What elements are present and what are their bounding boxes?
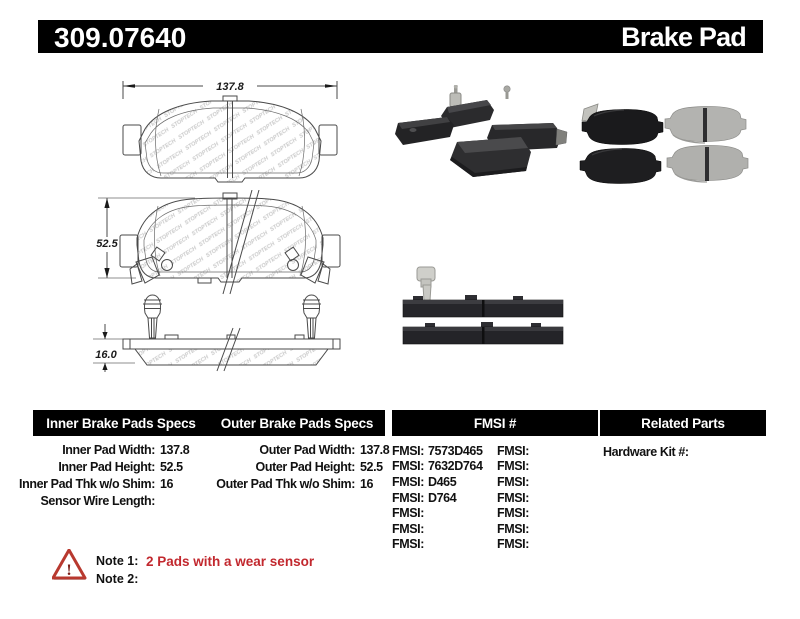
related-header-bar: Related Parts (600, 410, 766, 436)
fmsi-label: FMSI: (392, 490, 425, 505)
fmsi-row: FMSI:D465 (392, 474, 483, 490)
fmsi-label: FMSI: (497, 474, 530, 489)
spec-value: 52.5 (160, 459, 183, 474)
fmsi-label: FMSI: (497, 490, 530, 505)
specs-header-bar: Inner Brake Pads Specs Outer Brake Pads … (33, 410, 385, 436)
fmsi-label: FMSI: (392, 521, 425, 536)
thickness-dimension-label: 16.0 (95, 349, 117, 361)
spec-label: Outer Pad Height: (255, 459, 356, 474)
fmsi-list-left: FMSI:7573D465 FMSI:7632D764 FMSI:D465 FM… (392, 443, 483, 552)
warning-icon: ! (52, 549, 87, 580)
spec-value: 16 (360, 476, 374, 491)
spec-row: Outer Pad Height: 52.5 (205, 458, 389, 475)
wear-sensor-photo (416, 266, 436, 302)
pad-photo-face-top (664, 105, 747, 144)
fmsi-label: FMSI: (497, 537, 530, 552)
spec-row: Outer Pad Thk w/o Shim: 16 (205, 475, 389, 492)
fmsi-label: FMSI: (392, 459, 425, 474)
spec-row: Inner Pad Height: 52.5 (15, 458, 189, 475)
spec-value: 137.8 (360, 442, 390, 457)
related-parts-list: Hardware Kit #: (603, 443, 694, 460)
fmsi-row: FMSI: (497, 490, 533, 506)
inner-specs-list: Inner Pad Width: 137.8 Inner Pad Height: 5… (15, 441, 190, 509)
fmsi-label: FMSI: (497, 443, 530, 458)
spec-row: Sensor Wire Length: (15, 492, 189, 509)
fmsi-row: FMSI:7632D764 (392, 459, 483, 475)
fmsi-row: FMSI:D764 (392, 490, 483, 506)
spec-value: 16 (160, 476, 174, 491)
svg-text:!: ! (66, 562, 71, 579)
fmsi-value: D764 (428, 490, 457, 505)
fmsi-label: FMSI: (497, 506, 530, 521)
spec-label: Inner Pad Height: (58, 459, 155, 474)
header-bar: 309.07640 Brake Pad (38, 20, 763, 53)
spec-value: 52.5 (360, 459, 383, 474)
fmsi-row: FMSI: (497, 459, 533, 475)
note-1-text: 2 Pads with a wear sensor (146, 553, 315, 569)
related-label: Hardware Kit #: (603, 444, 689, 459)
fmsi-row: FMSI: (497, 537, 533, 553)
spec-row: Outer Pad Width: 137.8 (205, 441, 389, 458)
product-type-title: Brake Pad (621, 22, 747, 52)
fmsi-label: FMSI: (497, 521, 530, 536)
pad-photo-back-top (581, 103, 664, 145)
spec-label: Sensor Wire Length: (40, 493, 155, 508)
note-1: Note 1: 2 Pads with a wear sensor (96, 552, 314, 570)
width-dimension-label: 137.8 (216, 81, 244, 93)
outer-specs-header: Outer Brake Pads Specs (220, 415, 374, 431)
photo-pads-perspective (395, 85, 568, 177)
photo-pads-pairs (579, 103, 749, 184)
pad-photo-face-bottom (666, 144, 749, 183)
spec-row: Inner Pad Thk w/o Shim: 16 (15, 475, 189, 492)
fmsi-list-right: FMSI: FMSI: FMSI: FMSI: FMSI: FMSI: FMSI… (497, 443, 533, 552)
pad-photo-front (450, 137, 531, 177)
drawing-side-view: 16.0 (93, 294, 341, 372)
related-row: Hardware Kit #: (603, 443, 694, 460)
fmsi-row: FMSI: (497, 443, 533, 459)
height-dimension-label: 52.5 (96, 238, 118, 250)
note-2-label: Note 2: (96, 572, 139, 586)
note-1-label: Note 1: (96, 554, 139, 568)
fmsi-label: FMSI: (392, 443, 425, 458)
sensor-clip-left (143, 294, 162, 339)
fmsi-row: FMSI: (497, 474, 533, 490)
fmsi-row: FMSI:7573D465 (392, 443, 483, 459)
note-2: Note 2: (96, 570, 314, 588)
fmsi-value: 7573D465 (428, 443, 483, 458)
sensor-clip-right (302, 294, 321, 339)
fmsi-row: FMSI: (497, 521, 533, 537)
drawing-height-view: 52.5 (96, 190, 341, 295)
photo-pads-edge (402, 266, 564, 345)
spec-value: 137.8 (160, 442, 190, 457)
spec-label: Outer Pad Thk w/o Shim: (216, 476, 355, 491)
part-number: 309.07640 (54, 22, 187, 53)
spec-row: Inner Pad Width: 137.8 (15, 441, 189, 458)
pad-edge-top (402, 295, 564, 318)
spec-label: Inner Pad Thk w/o Shim: (19, 476, 155, 491)
fmsi-label: FMSI: (497, 459, 530, 474)
notes-block: Note 1: 2 Pads with a wear sensor Note 2… (96, 552, 314, 588)
fmsi-label: FMSI: (392, 506, 425, 521)
drawing-front-view: STOPTECH 137.8 (122, 81, 338, 183)
fmsi-row: FMSI: (392, 521, 483, 537)
fmsi-label: FMSI: (392, 537, 425, 552)
fmsi-value: D465 (428, 474, 457, 489)
pad-edge-bottom (402, 322, 564, 345)
outer-specs-list: Outer Pad Width: 137.8 Outer Pad Height: 5… (205, 441, 389, 492)
fmsi-label: FMSI: (392, 474, 425, 489)
fmsi-header-bar: FMSI # (392, 410, 598, 436)
fmsi-header: FMSI # (473, 415, 517, 431)
spec-label: Outer Pad Width: (259, 442, 355, 457)
fmsi-value: 7632D764 (428, 459, 483, 474)
fmsi-row: FMSI: (392, 537, 483, 553)
spec-label: Inner Pad Width: (62, 442, 155, 457)
pad-photo-back-bottom (579, 147, 662, 184)
inner-specs-header: Inner Brake Pads Specs (46, 415, 196, 431)
fmsi-row: FMSI: (497, 505, 533, 521)
pad-photo-top (441, 85, 494, 128)
pad-photo-left (395, 117, 454, 145)
related-parts-header: Related Parts (641, 415, 725, 431)
fmsi-row: FMSI: (392, 505, 483, 521)
